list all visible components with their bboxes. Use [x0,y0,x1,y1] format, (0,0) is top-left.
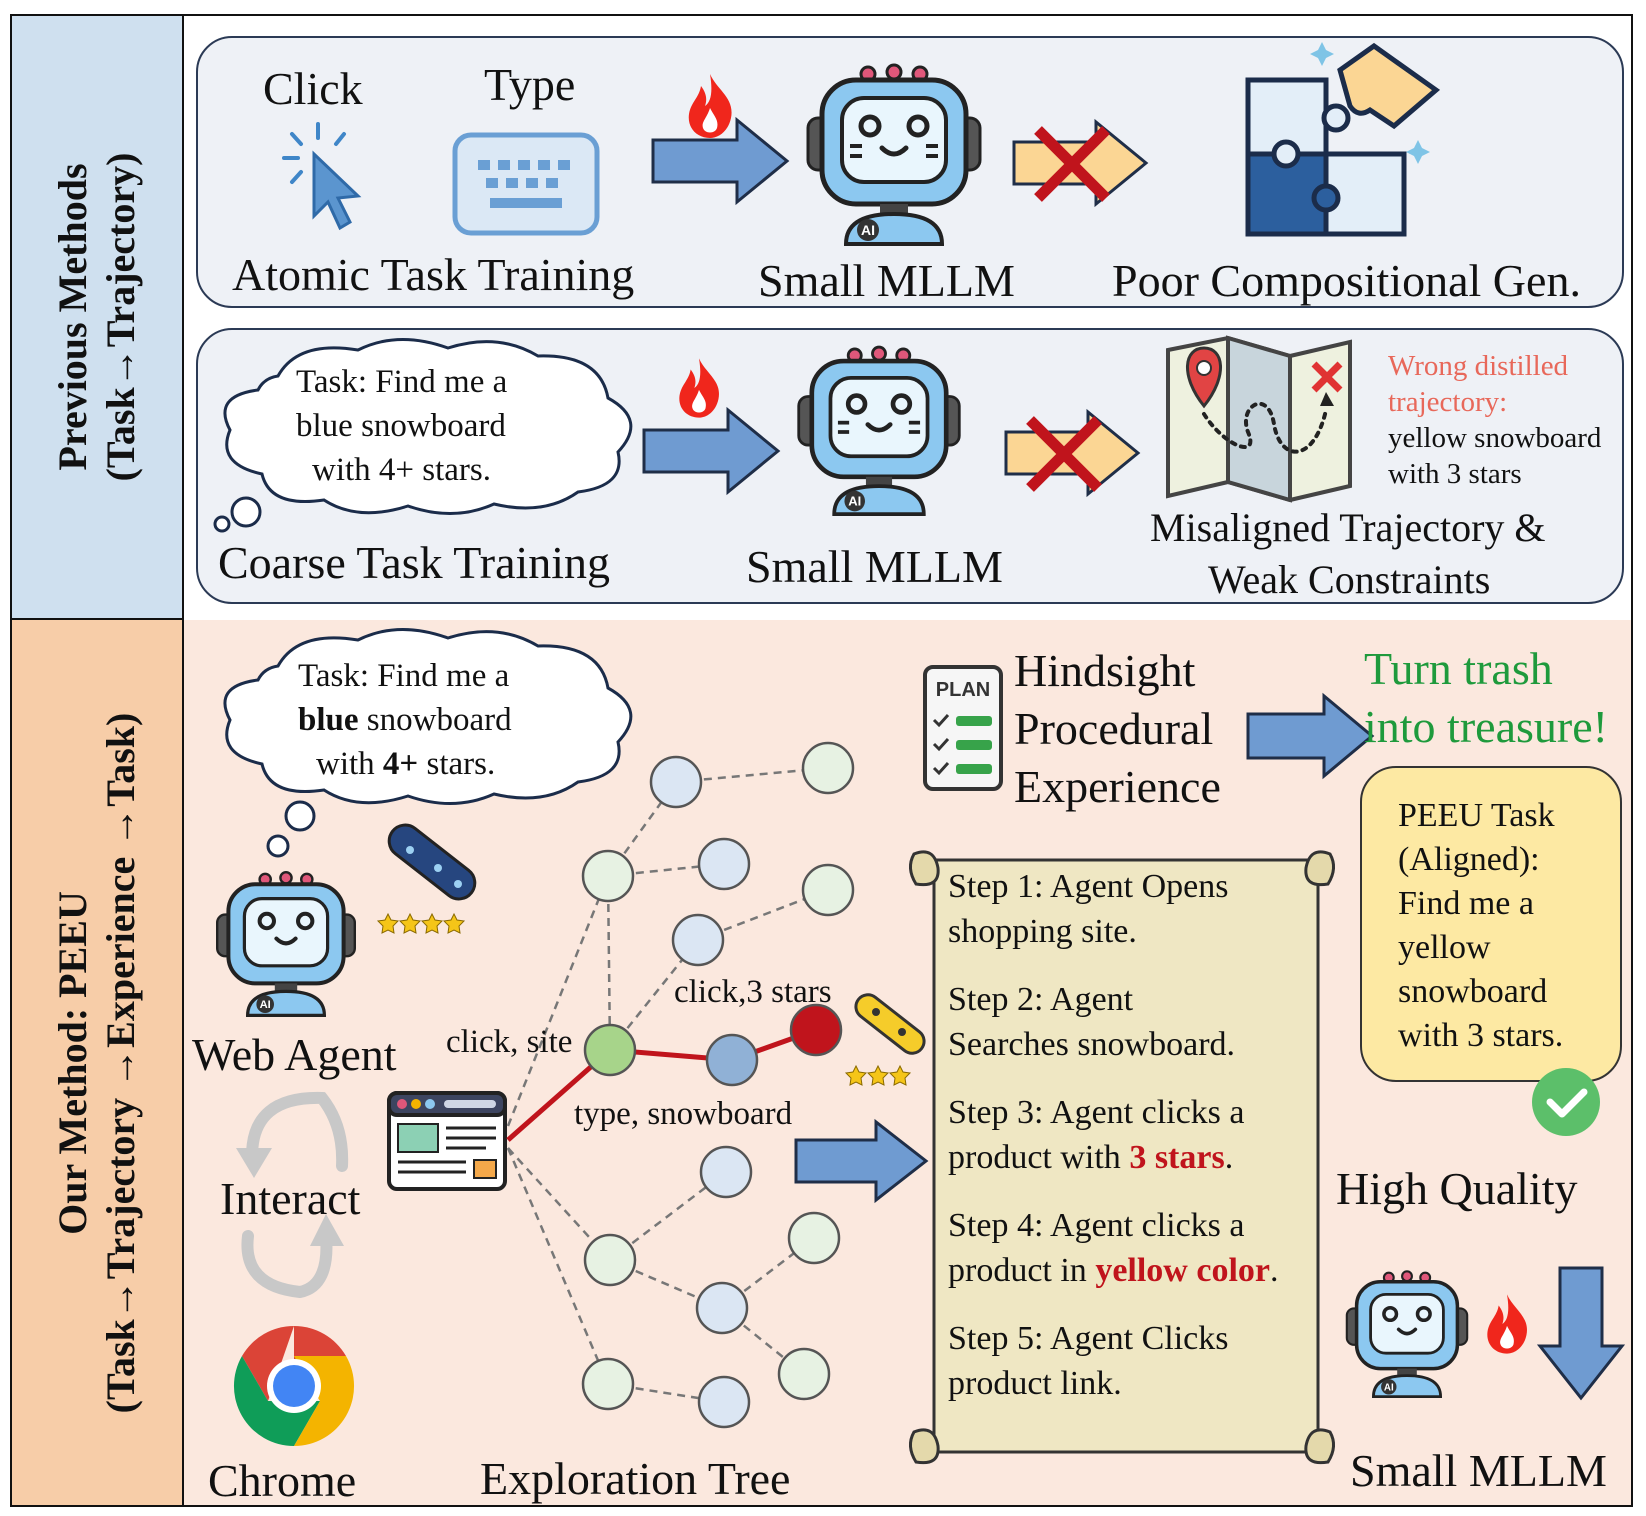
wrong-trajectory-line2: trajectory: [1388,386,1508,418]
thought-cloud-2 [223,628,633,858]
right-arrow-blue [651,116,790,206]
edge-label-click-3-stars: click,3 stars [674,974,832,1010]
turn-trash-line2: into treasure! [1364,701,1608,752]
peeu-line6: with 3 stars. [1398,1017,1564,1054]
puzzle-icon [1245,42,1441,237]
click-label: Click [263,63,363,114]
blocked-arrow-2 [1004,408,1141,498]
misaligned-line2: Weak Constraints [1208,557,1491,602]
keyboard-icon [452,132,600,236]
hindsight-line2: Procedural [1014,703,1214,754]
robot-icon: AI [216,871,356,1017]
svg-text:AI: AI [260,999,271,1011]
coarse-task-training-label: Coarse Task Training [218,537,611,588]
previous-methods-label-bar: Previous Methods (Task→Trajectory) [12,16,184,620]
hindsight-line1: Hindsight [1014,645,1196,696]
plan-checklist-icon: PLAN [923,665,1003,791]
outer-frame [10,14,1633,1507]
robot-icon: AI [806,63,982,246]
task-text-2-line1: Task: Find me a [298,658,510,694]
task-text-2-line2: blue snowboard [298,702,512,738]
right-arrow-blue [1246,692,1375,780]
peeu-line4: yellow [1398,929,1491,966]
type-label: Type [484,59,576,110]
web-agent-label: Web Agent [192,1029,397,1080]
cursor-click-icon [282,122,362,231]
edge-label-click-site: click, site [446,1024,573,1060]
browser-icon [387,1091,507,1191]
high-quality-label: High Quality [1336,1163,1578,1214]
svg-text:AI: AI [861,222,875,238]
robot-icon: AI [1345,1270,1469,1398]
small-mllm-label-2: Small MLLM [746,541,1003,592]
snowboard-icon [844,993,926,1086]
chrome-icon [233,1326,355,1446]
wrong-trajectory-line4: with 3 stars [1388,458,1522,490]
wrong-trajectory-line1: Wrong distilled [1388,350,1569,382]
exploration-tree [506,741,855,1429]
plan-text: PLAN [936,679,990,701]
svg-text:AI: AI [1384,1382,1394,1393]
wrong-trajectory-line3: yellow snowboard [1388,422,1602,454]
misaligned-line1: Misaligned Trajectory & [1150,505,1546,550]
task-text-2-line3: with 4+ stars. [316,746,496,782]
task-text-1-line2: blue snowboard [296,408,506,444]
our-method-label-bar: Our Method: PEEU (Task→Trajectory →Exper… [12,620,184,1505]
task-text-1-line1: Task: Find me a [296,364,508,400]
map-icon [1166,335,1352,503]
peeu-task-box: PEEU Task (Aligned): Find me a yellow sn… [1360,766,1622,1082]
hindsight-line3: Experience [1014,761,1221,812]
peeu-line2: (Aligned): [1398,841,1540,878]
fire-icon [679,358,719,418]
thought-cloud-1 [213,338,633,533]
task-text-1-line3: with 4+ stars. [312,452,492,488]
poor-compositional-label: Poor Compositional Gen. [1112,255,1581,306]
snowboard-icon [376,823,477,934]
svg-text:AI: AI [848,494,861,509]
fire-icon [688,74,732,138]
fire-icon [1487,1294,1527,1354]
right-arrow-blue [642,406,781,496]
scroll-icon [909,850,1335,1465]
exploration-tree-label: Exploration Tree [480,1453,791,1504]
small-mllm-label-3: Small MLLM [1350,1445,1607,1496]
peeu-line3: Find me a [1398,885,1534,922]
check-icon [1532,1068,1600,1136]
chrome-label: Chrome [208,1455,357,1506]
down-arrow-blue [1536,1266,1626,1401]
turn-trash-line1: Turn trash [1364,643,1553,694]
cycle-arrows-icon [236,1091,349,1299]
small-mllm-label-1: Small MLLM [758,255,1015,306]
atomic-task-training-label: Atomic Task Training [232,249,635,300]
peeu-line5: snowboard [1398,973,1548,1010]
right-arrow-blue [794,1118,929,1204]
interact-label: Interact [220,1173,361,1224]
peeu-line1: PEEU Task [1398,797,1555,834]
blocked-arrow-1 [1012,118,1149,208]
edge-label-type-snowboard: type, snowboard [574,1096,793,1132]
robot-icon: AI [797,345,961,516]
